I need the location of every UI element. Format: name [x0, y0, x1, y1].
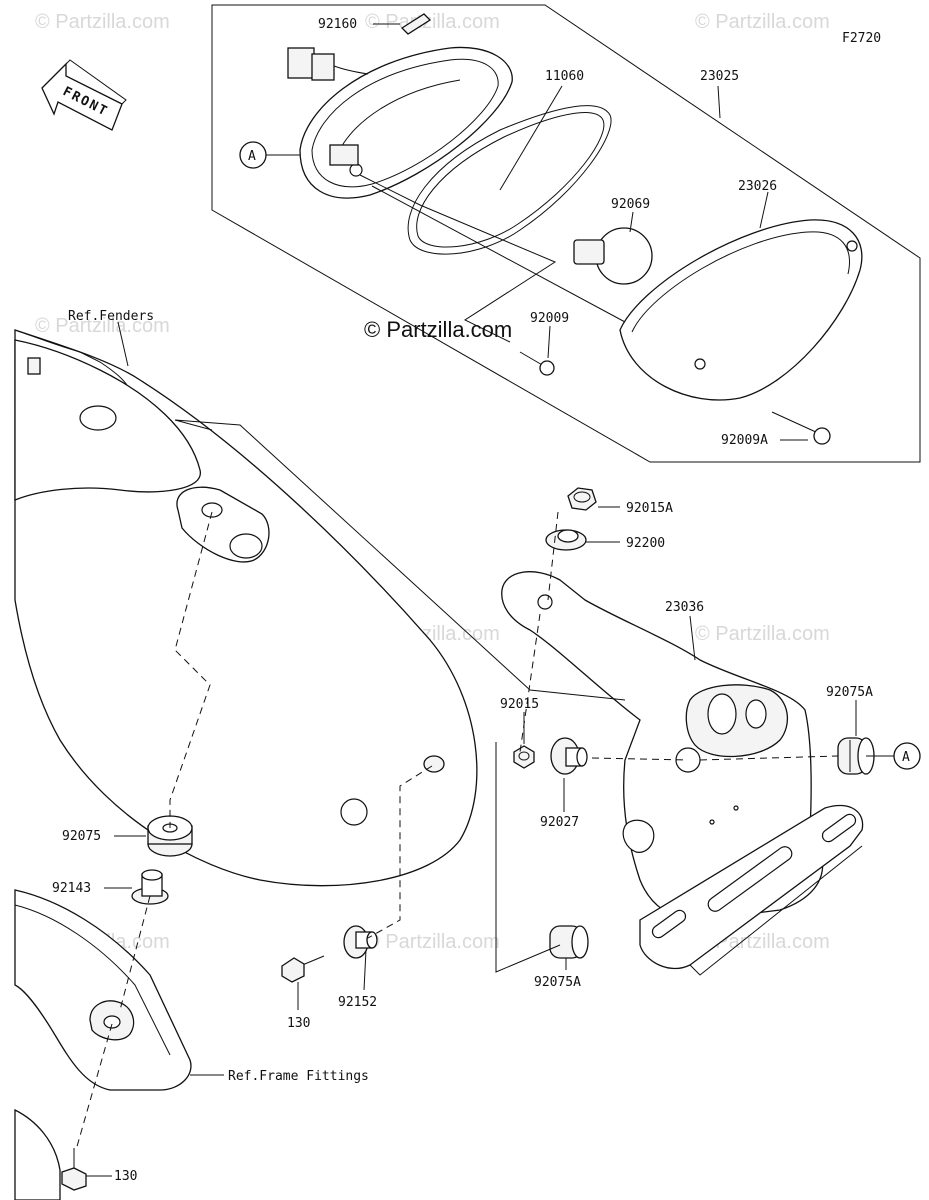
watermark: © Partzilla.com [35, 315, 170, 337]
label-23025: 23025 [700, 69, 739, 84]
nut-92015-icon [513, 745, 535, 769]
tail-light-assembly-box [211, 4, 921, 463]
label-92009A: 92009A [721, 433, 768, 448]
part-92160-icon [400, 13, 432, 35]
bulb-92069-icon [573, 227, 653, 285]
screw-92009-icon [519, 351, 555, 376]
leader-lines-top [266, 23, 808, 441]
gasket-11060-inner [416, 112, 605, 248]
front-arrow-icon: FRONT [41, 59, 127, 131]
label-130-mid: 130 [287, 1016, 310, 1031]
label-92075A-top: 92075A [826, 685, 873, 700]
ref-frame-fittings-label: Ref.Frame Fittings [228, 1069, 369, 1084]
callout-A-right: A [893, 742, 921, 770]
leader-lines-bottom [86, 321, 894, 1177]
label-11060: 11060 [545, 69, 584, 84]
watermark: © Partzilla.com [365, 11, 500, 33]
washer-92200-icon [545, 529, 587, 551]
bolt-130-bottom-icon [61, 1148, 87, 1191]
label-92015: 92015 [500, 697, 539, 712]
part-labels: 92160 11060 23025 23026 92069 92009 9200… [52, 17, 873, 1184]
label-92152: 92152 [338, 995, 377, 1010]
diagram-code: F2720 [842, 31, 881, 46]
collar-92152-icon [343, 925, 378, 959]
watermark: © Partzilla.com [35, 11, 170, 33]
label-92027: 92027 [540, 815, 579, 830]
callout-A-label: A [248, 149, 256, 164]
gasket-11060 [407, 105, 612, 255]
lens-23026 [619, 219, 863, 401]
label-23026: 23026 [738, 179, 777, 194]
label-92160: 92160 [318, 17, 357, 32]
collar-92143-icon [131, 869, 169, 905]
screw-92009A-icon [771, 411, 831, 445]
bolt-130-mid-icon [281, 955, 325, 983]
nut-92015A-icon [567, 487, 597, 511]
label-92200: 92200 [626, 536, 665, 551]
tail-light-housing [287, 46, 513, 199]
license-bracket-23036 [501, 571, 864, 976]
label-92075: 92075 [62, 829, 101, 844]
ref-fenders-label: Ref.Fenders [68, 309, 154, 324]
label-130-bottom: 130 [114, 1169, 137, 1184]
label-92069: 92069 [611, 197, 650, 212]
callout-A-top: A [239, 141, 267, 169]
frame-fittings-bracket [14, 889, 192, 1200]
label-92009: 92009 [530, 311, 569, 326]
callout-A-label: A [902, 750, 910, 765]
watermark-main: © Partzilla.com [364, 317, 512, 342]
watermark: © Partzilla.com [365, 931, 500, 953]
dashed-assembly-lines [75, 511, 839, 1151]
rear-fender [14, 329, 478, 887]
label-92075A-bottom: 92075A [534, 975, 581, 990]
label-92143: 92143 [52, 881, 91, 896]
label-23036: 23036 [665, 600, 704, 615]
watermark: © Partzilla.com [695, 623, 830, 645]
watermark: © Partzilla.com [695, 11, 830, 33]
label-92015A: 92015A [626, 501, 673, 516]
grommet-92075A-bottom-icon [549, 925, 589, 959]
collar-92027-icon [550, 737, 588, 775]
